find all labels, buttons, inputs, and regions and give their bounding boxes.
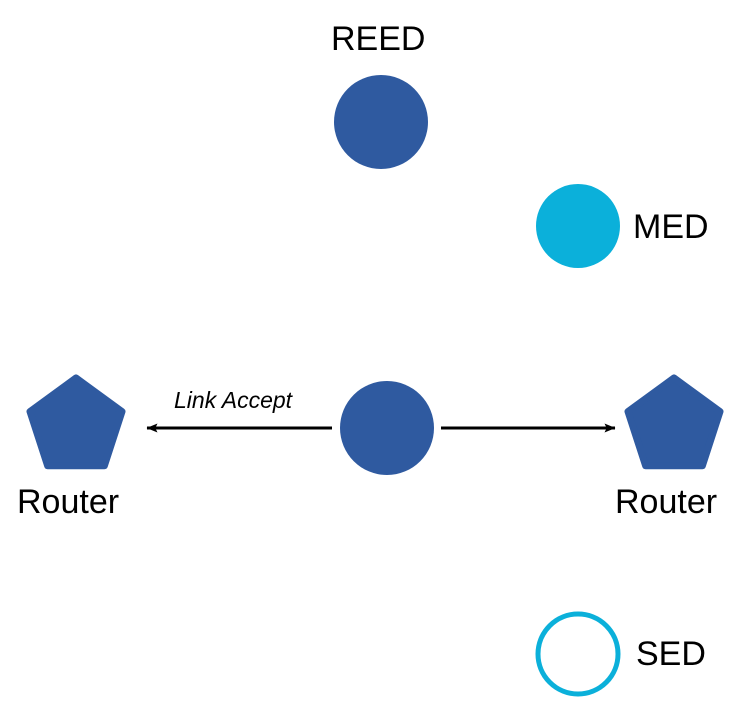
node-label-med: MED xyxy=(633,208,709,246)
node-router-right-shape[interactable] xyxy=(624,374,724,470)
node-group xyxy=(26,75,724,697)
node-leader-shape[interactable] xyxy=(340,381,434,475)
node-label-reed: REED xyxy=(331,20,426,58)
node-reed-shape[interactable] xyxy=(334,75,428,169)
node-label-router-left: Router xyxy=(17,483,120,521)
node-label-sed: SED xyxy=(636,635,706,673)
node-med-shape[interactable] xyxy=(536,184,620,268)
edge-label-link-accept: Link Accept xyxy=(174,387,293,413)
node-label-router-right: Router xyxy=(615,483,718,521)
node-router-left-shape[interactable] xyxy=(26,374,126,470)
node-sed-shape[interactable] xyxy=(535,611,621,697)
